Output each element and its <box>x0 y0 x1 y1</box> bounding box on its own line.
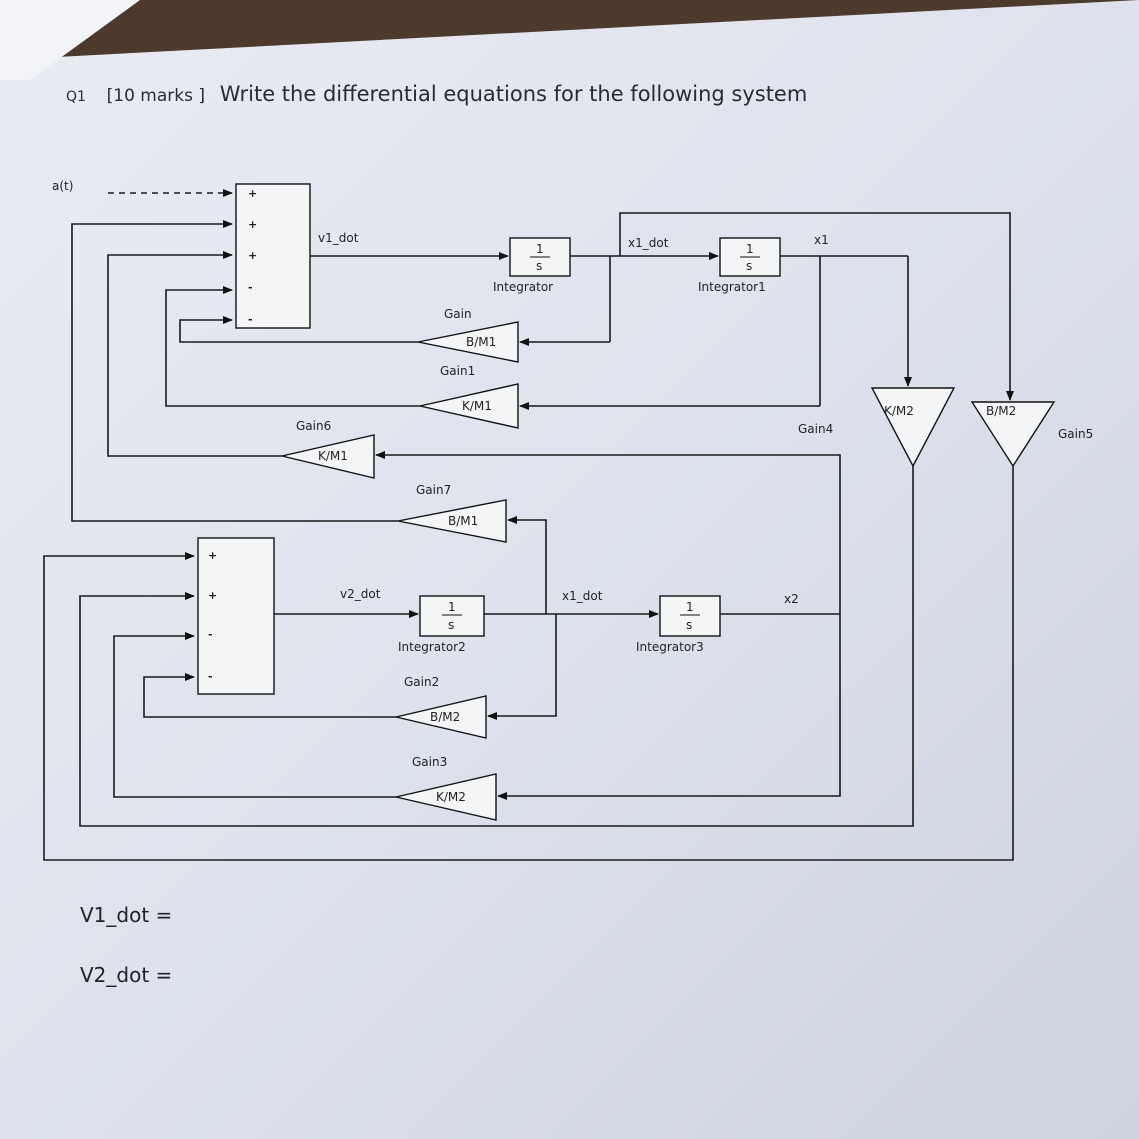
gain6-value: K/M1 <box>318 449 348 463</box>
gain-name: Gain <box>444 307 472 321</box>
wire-gain5-to-sum2 <box>43 466 1014 861</box>
sum-block-2 <box>197 537 275 695</box>
wire-to-gain3 <box>497 614 841 800</box>
integrator2-den: s <box>448 618 454 632</box>
gain5-name: Gain5 <box>1058 427 1093 441</box>
gain1-name: Gain1 <box>440 364 475 378</box>
input-label: a(t) <box>52 179 73 193</box>
question-text: Write the differential equations for the… <box>219 82 808 106</box>
answer-v2-dot: V2_dot = <box>80 963 173 987</box>
sum-block-1 <box>235 183 311 329</box>
integrator3-name: Integrator3 <box>636 640 704 654</box>
signal-x1-dot-top: x1_dot <box>628 236 669 250</box>
integrator-num: 1 <box>536 242 544 256</box>
gain3-block <box>395 773 497 821</box>
signal-x1: x1 <box>814 233 829 247</box>
wire-gain6-to-sum1 <box>107 251 282 457</box>
integrator1-den: s <box>746 259 752 273</box>
sum1-sign-4: - <box>248 281 253 294</box>
sum1-sign-5: - <box>248 313 253 326</box>
integrator2-num: 1 <box>448 600 456 614</box>
wire-gain1-to-sum1 <box>165 286 420 407</box>
gain7-value: B/M1 <box>448 514 478 528</box>
wire-to-gain2 <box>487 614 557 720</box>
sum2-sign-1: + <box>208 549 217 562</box>
gain7-name: Gain7 <box>416 483 451 497</box>
wire-gain3-to-sum2 <box>113 632 396 798</box>
gain3-name: Gain3 <box>412 755 447 769</box>
gain4-block <box>870 387 956 468</box>
gain1-block <box>419 383 519 429</box>
integrator1-num: 1 <box>746 242 754 256</box>
wire-gain4-to-sum2 <box>79 466 914 827</box>
question-header: Q1 [10 marks ] Write the differential eq… <box>66 82 807 106</box>
answer-v1-dot: V1_dot = <box>80 903 173 927</box>
gain6-name: Gain6 <box>296 419 331 433</box>
question-number: Q1 <box>66 89 86 105</box>
wire-gain7-to-sum1 <box>71 220 398 522</box>
wire-to-gain7 <box>507 516 547 614</box>
integrator2-block <box>419 595 485 637</box>
gain2-name: Gain2 <box>404 675 439 689</box>
integrator3-den: s <box>686 618 692 632</box>
gain6-block <box>281 434 375 479</box>
wire-x1dot-to-gain5 <box>619 212 1014 401</box>
sum2-sign-2: + <box>208 589 217 602</box>
sum1-sign-1: + <box>248 187 257 200</box>
gain3-value: K/M2 <box>436 790 466 804</box>
signal-x2: x2 <box>784 592 799 606</box>
gain2-block <box>395 695 487 739</box>
signal-x1-dot-bottom: x1_dot <box>562 589 603 603</box>
integrator-name: Integrator <box>493 280 553 294</box>
signal-v1-dot: v1_dot <box>318 231 359 245</box>
gain-value: B/M1 <box>466 335 496 349</box>
sum2-sign-4: - <box>208 670 213 683</box>
gain1-value: K/M1 <box>462 399 492 413</box>
gain4-value: K/M2 <box>884 404 914 418</box>
wire-gain2-to-sum2 <box>143 673 396 718</box>
integrator1-name: Integrator1 <box>698 280 766 294</box>
gain5-block <box>970 401 1056 468</box>
sum1-sign-3: + <box>248 249 257 262</box>
integrator3-num: 1 <box>686 600 694 614</box>
gain-block <box>417 321 519 363</box>
sum1-sign-2: + <box>248 218 257 231</box>
gain4-name: Gain4 <box>798 422 833 436</box>
wire-x2-to-gain6 <box>375 451 841 614</box>
gain2-value: B/M2 <box>430 710 460 724</box>
wire-gain-to-sum1 <box>179 316 418 343</box>
question-marks: [10 marks ] <box>106 86 205 106</box>
signal-v2-dot: v2_dot <box>340 587 381 601</box>
integrator-den: s <box>536 259 542 273</box>
gain7-block <box>397 499 507 543</box>
integrator3-block <box>659 595 721 637</box>
integrator2-name: Integrator2 <box>398 640 466 654</box>
gain5-value: B/M2 <box>986 404 1016 418</box>
sum2-sign-3: - <box>208 628 213 641</box>
